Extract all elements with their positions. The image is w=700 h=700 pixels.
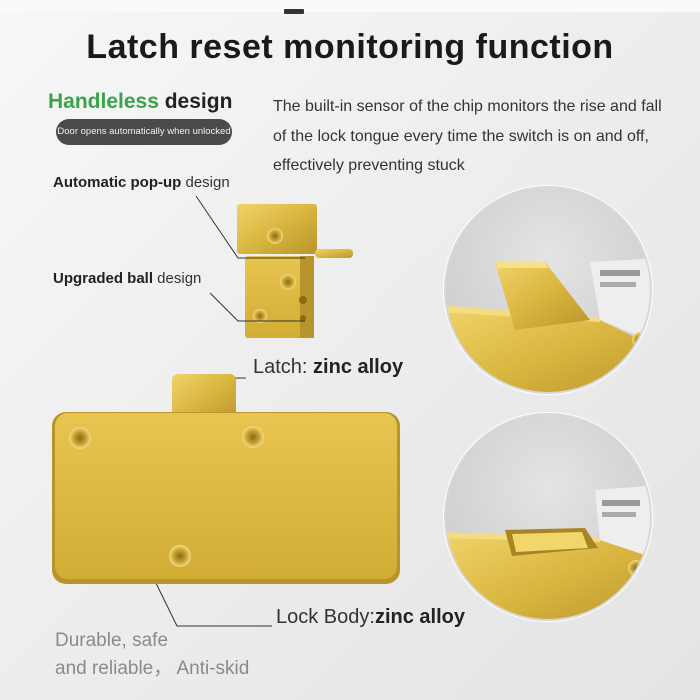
lock-body — [52, 374, 400, 584]
handleless-highlight: Handleless — [48, 90, 159, 113]
durable-line-1: Durable, safe — [55, 630, 169, 651]
durable-line-2: and reliable， Anti-skid — [55, 658, 250, 679]
latch-material-label: Latch: zinc alloy — [253, 356, 403, 379]
popup-label-bold: Automatic pop-up — [53, 174, 182, 191]
ball-label-bold: Upgraded ball — [53, 270, 154, 287]
popup-label: Automatic pop-up design — [53, 174, 230, 191]
latch-label-material: zinc alloy — [313, 356, 404, 378]
top-notch — [284, 9, 304, 14]
handleless-heading: Handleless design — [48, 90, 232, 114]
detail-circle-latch-down — [443, 412, 653, 622]
lockbody-label-prefix: Lock Body: — [276, 606, 375, 628]
top-bar — [0, 0, 700, 12]
ball-label-rest: design — [153, 270, 202, 287]
popup-label-rest: design — [181, 174, 230, 191]
latch-label-prefix: Latch: — [253, 356, 314, 378]
page-title: Latch reset monitoring function — [86, 28, 614, 66]
durable-text: Durable, safe and reliable， Anti-skid — [55, 627, 249, 683]
description-text: The built-in sensor of the chip monitors… — [273, 98, 662, 174]
unlock-badge: Door opens automatically when unlocked — [56, 119, 232, 145]
latch-module — [237, 204, 353, 338]
lockbody-material-label: Lock Body:zinc alloy — [276, 606, 465, 629]
detail-circle-latch-up — [443, 185, 653, 395]
lockbody-label-material: zinc alloy — [374, 606, 465, 628]
ball-label: Upgraded ball design — [53, 270, 201, 287]
handleless-rest: design — [158, 90, 233, 113]
